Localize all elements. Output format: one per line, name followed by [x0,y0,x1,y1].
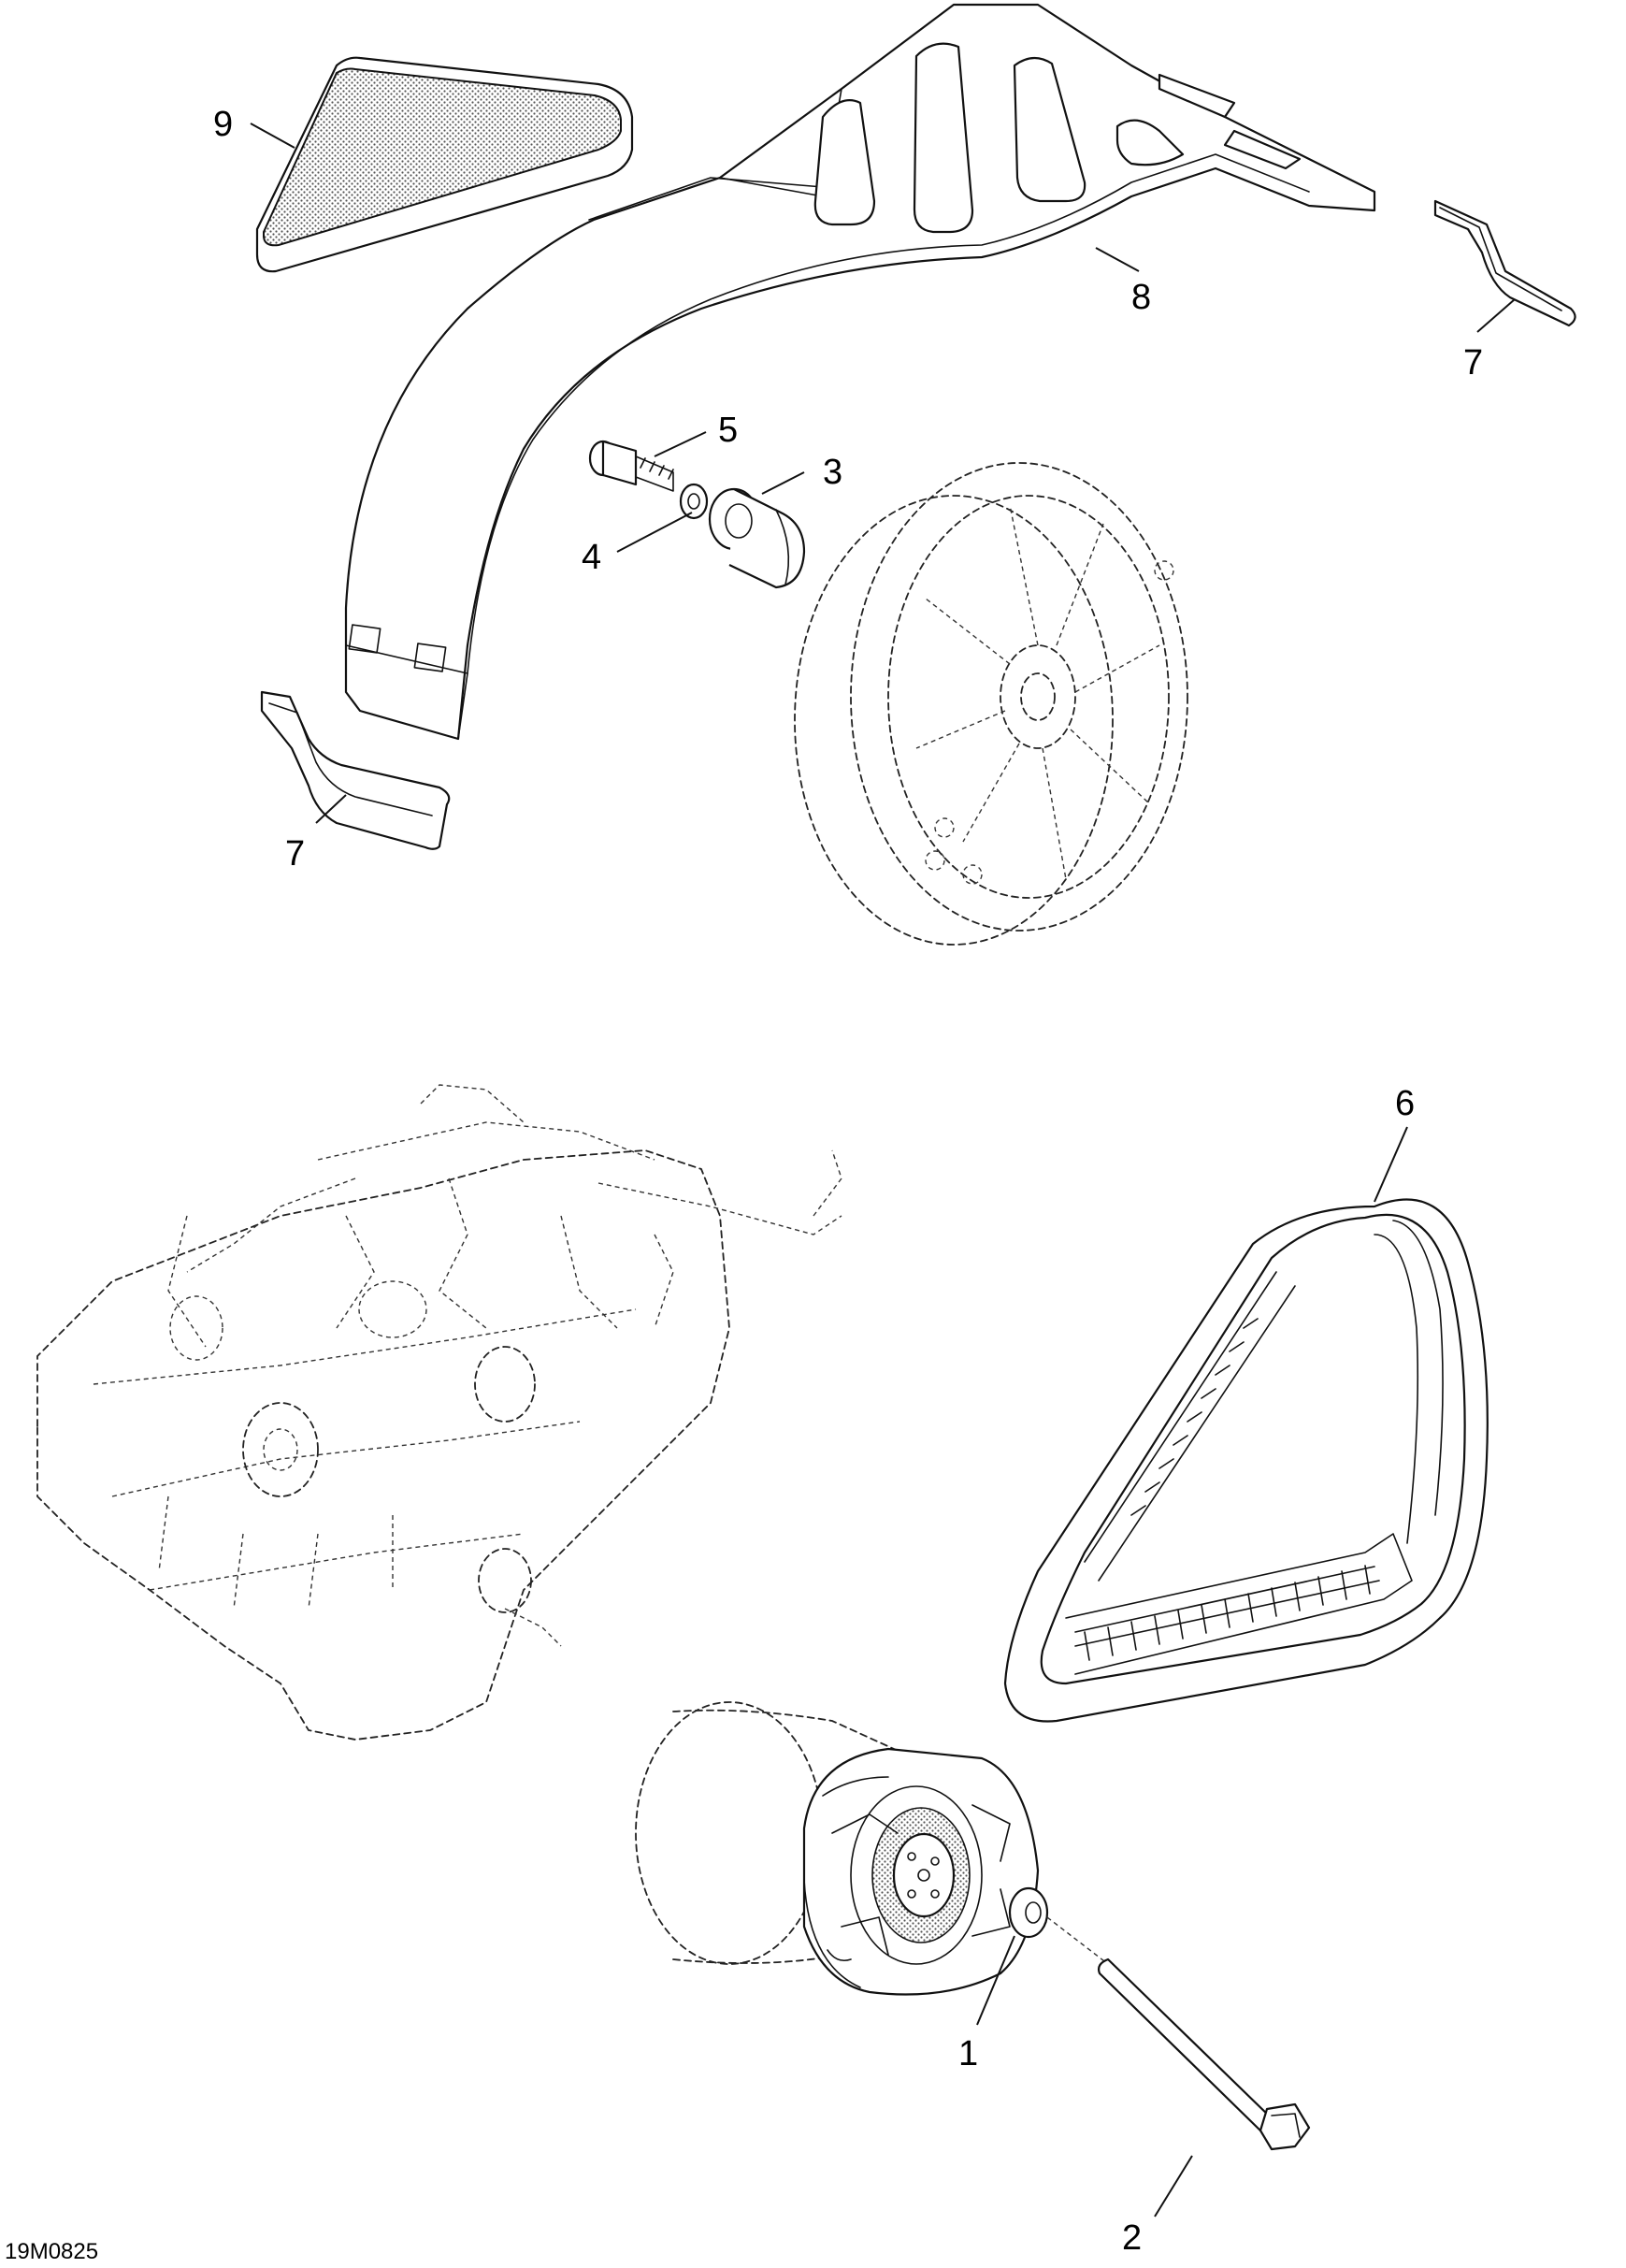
driven-pulley-upper [794,462,1188,946]
engine-ghost [36,1084,842,1741]
callout-3: 3 [823,453,842,492]
part-5-bolt [588,440,674,492]
callout-8: 8 [1131,278,1151,317]
callout-2: 2 [1122,2218,1142,2258]
callout-7-right: 7 [1463,343,1483,383]
callout-6: 6 [1395,1084,1415,1123]
leader-lines [250,123,1516,2217]
figure-code: 19M0825 [5,2239,98,2264]
part-9-foam-pad [255,56,634,273]
part-6-drive-belt [1003,1198,1489,1723]
drive-pulley-lower [635,1701,1040,1996]
part-4-washer [679,483,709,520]
callout-labels: 9 8 7 7 5 3 4 6 1 2 19M0825 [5,105,1483,2264]
part-3-spacer [708,487,806,589]
part-7-clip-right [1433,199,1576,327]
callout-9: 9 [213,105,233,144]
part-1-washer [1008,1886,1049,1939]
callout-1: 1 [958,2034,978,2073]
part-2-bolt [1046,1916,1311,2151]
part-7-clip-left [260,690,451,850]
callout-7-left: 7 [285,834,305,874]
callout-5: 5 [718,411,738,450]
part-8-belt-guard [344,3,1376,741]
callout-4: 4 [582,538,601,577]
